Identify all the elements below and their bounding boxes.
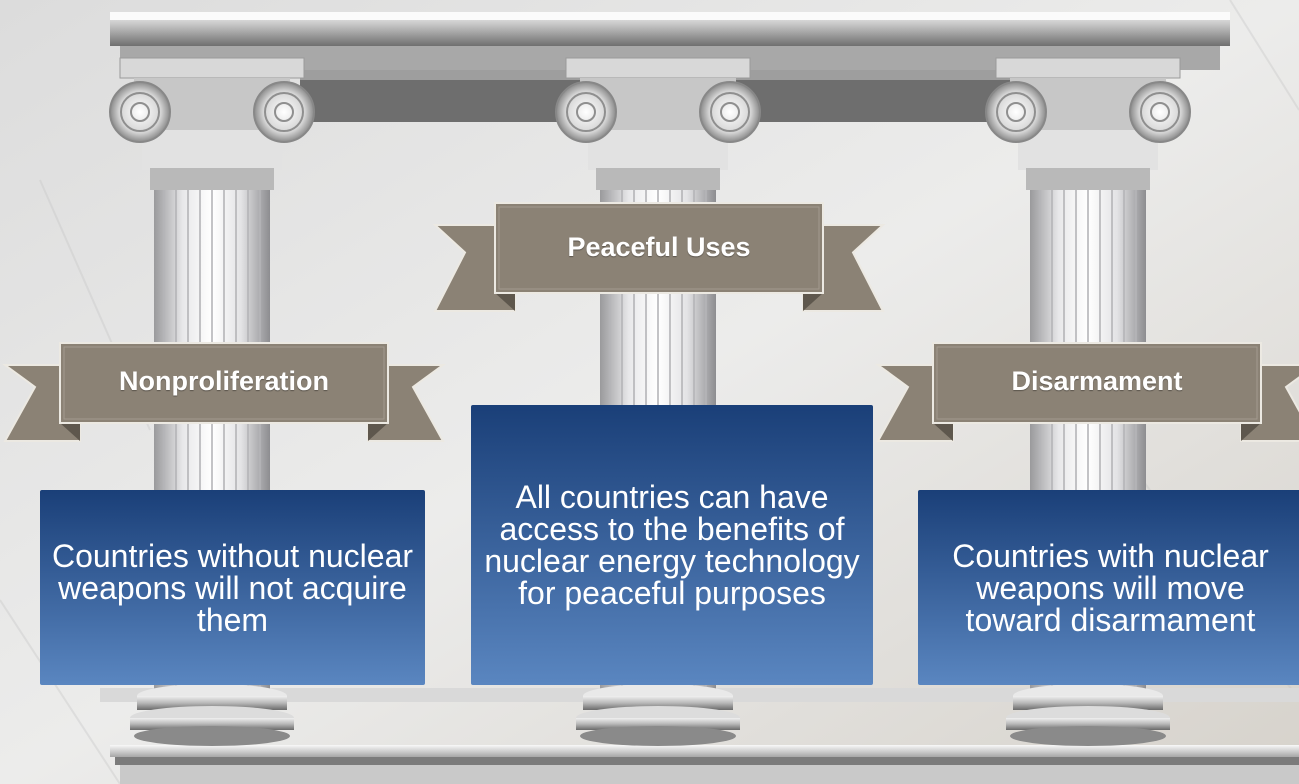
pillar-description-text: All countries can have access to the ben…	[484, 479, 860, 611]
pillar-description-text: Countries without nuclear weapons will n…	[51, 537, 414, 638]
pillar-title-disarmament: Disarmament	[1011, 366, 1183, 396]
pillar-description-nonproliferation: Countries without nuclear weapons will n…	[40, 490, 425, 685]
pillar-description-peaceful-uses: All countries can have access to the ben…	[471, 405, 873, 685]
pillar-title-nonproliferation: Nonproliferation	[119, 366, 329, 396]
pillar-description-text: Countries with nuclear weapons will move…	[952, 537, 1269, 638]
pillar-description-disarmament: Countries with nuclear weapons will move…	[918, 490, 1299, 685]
pillar-title-peaceful-uses: Peaceful Uses	[567, 232, 751, 262]
